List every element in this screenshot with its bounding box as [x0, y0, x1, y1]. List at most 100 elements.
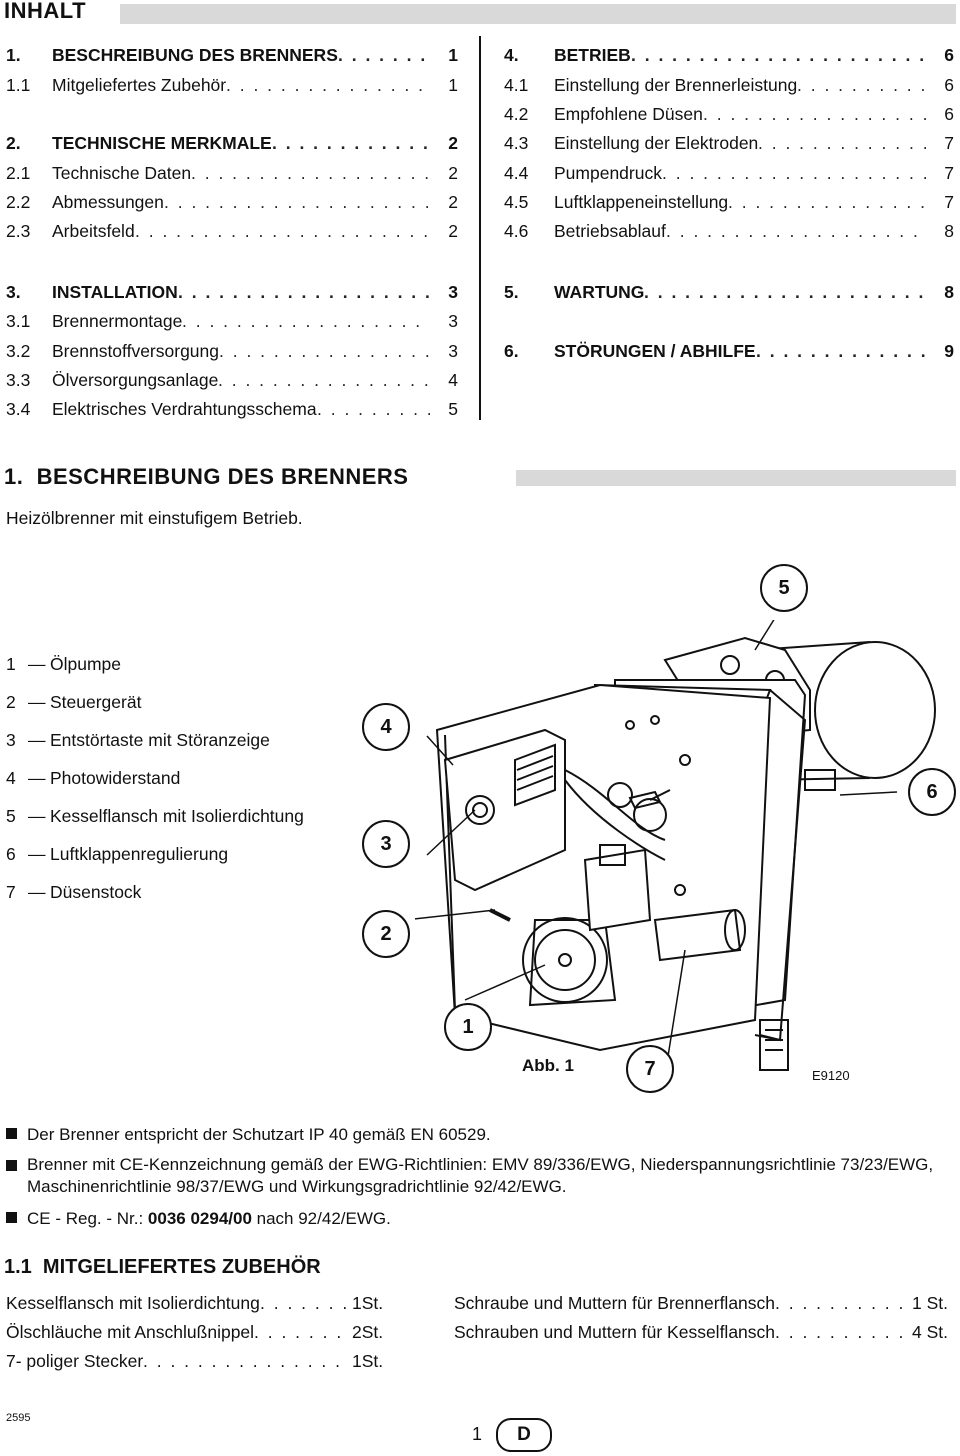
- toc-number: 2.1: [6, 163, 31, 183]
- toc-page: 3: [448, 282, 458, 302]
- toc-page: 2: [448, 163, 458, 183]
- bullet-ce-directives: Brenner mit CE-Kennzeichnung gemäß der E…: [6, 1154, 956, 1198]
- toc-number: 4.3: [504, 133, 529, 153]
- footer-code: 2595: [6, 1412, 31, 1424]
- toc-entry[interactable]: 6. STÖRUNGEN / ABHILFE . . . . . . . . . …: [504, 338, 954, 364]
- callout-6: 6: [908, 768, 956, 816]
- toc-page: 7: [944, 163, 954, 183]
- toc-leader-dots: . . . . . . . . . . . . . . . . . . . . …: [164, 192, 430, 212]
- toc-page: 7: [944, 133, 954, 153]
- toc-title: Empfohlene Düsen: [554, 104, 703, 124]
- accessory-item: Schrauben und Muttern für Kesselflansch: [454, 1322, 776, 1342]
- motor-housing: [814, 641, 936, 779]
- legend-item: 4—Photowiderstand: [6, 768, 180, 789]
- legend-number: 5: [6, 806, 16, 826]
- callout-2: 2: [362, 910, 410, 958]
- toc-entry[interactable]: 2.TECHNISCHE MERKMALE . . . . . . . . . …: [6, 130, 458, 156]
- toc-entry[interactable]: 3.INSTALLATION . . . . . . . . . . . . .…: [6, 279, 458, 305]
- legend-item: 3—Entstörtaste mit Störanzeige: [6, 730, 270, 751]
- toc-entry[interactable]: 4.3 Einstellung der Elektroden . . . . . …: [504, 130, 954, 156]
- toc-number: 5.: [504, 282, 519, 302]
- toc-page: 8: [944, 221, 954, 241]
- legend-item: 2—Steuergerät: [6, 692, 141, 713]
- accessory-quantity: 1St.: [352, 1351, 384, 1371]
- toc-entry[interactable]: 1.BESCHREIBUNG DES BRENNERS . . . . . . …: [6, 42, 458, 68]
- toc-page: 1: [448, 45, 458, 65]
- toc-title: Brennstoffversorgung: [52, 341, 220, 361]
- toc-title: INSTALLATION: [52, 282, 178, 302]
- callout-3: 3: [362, 820, 410, 868]
- header-rule: [120, 4, 956, 24]
- accessory-leader-dots: . . . . . . . . . . . . . . . . . . . . …: [143, 1351, 348, 1371]
- ce-reg-prefix: CE - Reg. - Nr.:: [27, 1209, 148, 1228]
- legend-item: 1—Ölpumpe: [6, 654, 121, 675]
- toc-entry[interactable]: 5. WARTUNG . . . . . . . . . . . . . . . …: [504, 279, 954, 305]
- toc-title: Einstellung der Elektroden: [554, 133, 759, 153]
- toc-page: 2: [448, 133, 458, 153]
- toc-number: 4.1: [504, 75, 529, 95]
- toc-title: WARTUNG: [554, 282, 645, 302]
- toc-title: Elektrisches Verdrahtungsschema: [52, 399, 317, 419]
- legend-dash: —: [28, 730, 46, 750]
- toc-page: 2: [448, 221, 458, 241]
- toc-number: 1.: [6, 45, 21, 65]
- section11-title: 1.1 MITGELIEFERTES ZUBEHÖR: [4, 1256, 321, 1278]
- accessory-item: Ölschläuche mit Anschlußnippel: [6, 1322, 255, 1342]
- toc-title: Einstellung der Brennerleistung: [554, 75, 798, 95]
- callout-7: 7: [626, 1045, 674, 1093]
- accessory-quantity: 1 St.: [912, 1293, 948, 1313]
- toc-page: 6: [944, 75, 954, 95]
- legend-number: 4: [6, 768, 16, 788]
- nozzle-holder: [653, 908, 742, 962]
- toc-title: STÖRUNGEN / ABHILFE: [554, 341, 756, 361]
- accessory-item: 7- poliger Stecker: [6, 1351, 144, 1371]
- bullet-square-icon: [6, 1128, 17, 1139]
- toc-number: 3.2: [6, 341, 31, 361]
- toc-leader-dots: . . . . . . . . . . . . . . . . . . . . …: [272, 133, 430, 153]
- toc-title: BETRIEB: [554, 45, 631, 65]
- accessory-row: Schrauben und Muttern für Kesselflansch …: [454, 1319, 960, 1345]
- toc-leader-dots: . . . . . . . . . . . . . . . . . . . . …: [644, 282, 926, 302]
- toc-leader-dots: . . . . . . . . . . . . . . . . . . . . …: [662, 163, 926, 183]
- accessory-item: Schraube und Muttern für Brennerflansch: [454, 1293, 776, 1313]
- figure-code: E9120: [812, 1068, 850, 1083]
- toc-page: 6: [944, 45, 954, 65]
- toc-leader-dots: . . . . . . . . . . . . . . . . . . . . …: [135, 221, 430, 241]
- ce-reg-suffix: nach 92/42/EWG.: [251, 1209, 391, 1228]
- toc-page: 1: [448, 75, 458, 95]
- toc-leader-dots: . . . . . . . . . . . . . . . . . . . . …: [317, 399, 430, 419]
- toc-leader-dots: . . . . . . . . . . . . . . . . . . . . …: [219, 341, 430, 361]
- toc-title: Arbeitsfeld: [52, 221, 135, 241]
- legend-dash: —: [28, 692, 46, 712]
- footer-page-number: 1: [472, 1424, 483, 1444]
- toc-leader-dots: . . . . . . . . . . . . . . . . . . . . …: [756, 341, 926, 361]
- legend-item: 7—Düsenstock: [6, 882, 141, 903]
- legend-number: 1: [6, 654, 16, 674]
- accessory-leader-dots: . . . . . . . . . . . . . . . . . . . . …: [775, 1293, 908, 1313]
- toc-leader-dots: . . . . . . . . . . . . . . . . . . . . …: [758, 133, 926, 153]
- control-unit: [443, 728, 566, 892]
- toc-page: 3: [448, 341, 458, 361]
- toc-page: 5: [448, 399, 458, 419]
- toc-number: 2.: [6, 133, 21, 153]
- toc-number: 3.: [6, 282, 21, 302]
- toc-number: 4.: [504, 45, 519, 65]
- toc-entry[interactable]: 3.2 Brennstoffversorgung . . . . . . . . …: [6, 338, 458, 364]
- toc-entry[interactable]: 4.BETRIEB . . . . . . . . . . . . . . . …: [504, 42, 954, 68]
- toc-number: 6.: [504, 341, 519, 361]
- legend-dash: —: [28, 654, 46, 674]
- toc-leader-dots: . . . . . . . . . . . . . . . . . . . . …: [666, 221, 926, 241]
- toc-leader-dots: . . . . . . . . . . . . . . . . . . . . …: [728, 192, 926, 212]
